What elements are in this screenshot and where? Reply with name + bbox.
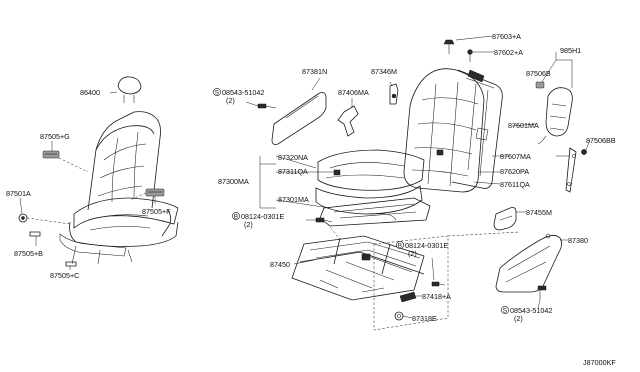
label-guide-b: 87602+A xyxy=(494,48,523,57)
label-cap-318: 87318E xyxy=(412,314,437,323)
bolt-b-prefix-circle xyxy=(232,212,240,220)
label-screw-a-qty: (2) xyxy=(226,96,235,105)
screw-d-prefix: S xyxy=(503,307,507,314)
label-pocket-group: 985H1 xyxy=(560,46,581,55)
label-screw-d: 08543-51042 xyxy=(510,306,552,315)
label-back-frame: 87601MA xyxy=(508,121,539,130)
label-trim-lower-right-left: 87505+F xyxy=(142,207,171,216)
label-trim-upper-left: 87505+G xyxy=(40,132,70,141)
complete-seat-drawing xyxy=(18,76,179,270)
label-bracket-406: 87406MA xyxy=(338,88,369,97)
finisher-brackets-drawing xyxy=(245,77,399,145)
cushion-exploded-drawing xyxy=(259,149,431,227)
label-screw-a: 08543-51042 xyxy=(222,88,264,97)
diagram-code: J87000KF xyxy=(583,358,616,367)
label-back-pad: 87607MA xyxy=(500,152,531,161)
label-bolt-c-qty: (2) xyxy=(408,249,417,258)
label-finisher-outer: 87381N xyxy=(302,67,327,76)
label-clip-b: 87505+B xyxy=(14,249,43,258)
label-clip-c: 87505+C xyxy=(50,271,79,280)
label-frame-301: 87301MA xyxy=(278,195,309,204)
label-bolt-506: 87506BB xyxy=(586,136,616,145)
label-screw-d-qty: (2) xyxy=(514,314,523,323)
label-hook-346: 87346M xyxy=(371,67,397,76)
label-back-trim: 87611QA xyxy=(500,180,530,189)
bolt-c-prefix: B xyxy=(398,242,402,249)
side-finishers-drawing xyxy=(493,207,568,309)
label-bolt-b-qty: (2) xyxy=(244,220,253,229)
label-guide-a: 87603+A xyxy=(492,32,521,41)
callout-labels: 86400 87505+G 87501A 87505+F 87505+B 875… xyxy=(6,32,616,367)
label-finisher-455: 87455M xyxy=(526,208,552,217)
label-adjuster: 87450 xyxy=(270,260,290,269)
label-spring: 87620PA xyxy=(500,167,529,176)
label-pad-a: 87320NA xyxy=(278,153,308,162)
label-finisher-380: 87380 xyxy=(568,236,588,245)
label-cushion-assy: 87300MA xyxy=(218,177,249,186)
label-trim-311: 87311QA xyxy=(278,167,308,176)
seat-back-exploded-drawing xyxy=(403,35,591,193)
label-bolt-left: 87501A xyxy=(6,189,31,198)
screw-a-prefix: S xyxy=(215,89,219,96)
label-headrest: 86400 xyxy=(80,88,100,97)
label-bolt-b: 08124-0301E xyxy=(241,212,284,221)
screw-a-prefix-circle xyxy=(213,88,221,96)
label-bolt-c: 08124-0301E xyxy=(405,241,448,250)
bolt-b-prefix: B xyxy=(234,213,238,220)
bolt-c-prefix-circle xyxy=(396,241,404,249)
screw-d-prefix-circle xyxy=(501,306,509,314)
seat-adjuster-drawing xyxy=(291,217,521,331)
label-lumbar: 87506B xyxy=(526,69,551,78)
label-knob-418: 87418+A xyxy=(422,292,451,301)
